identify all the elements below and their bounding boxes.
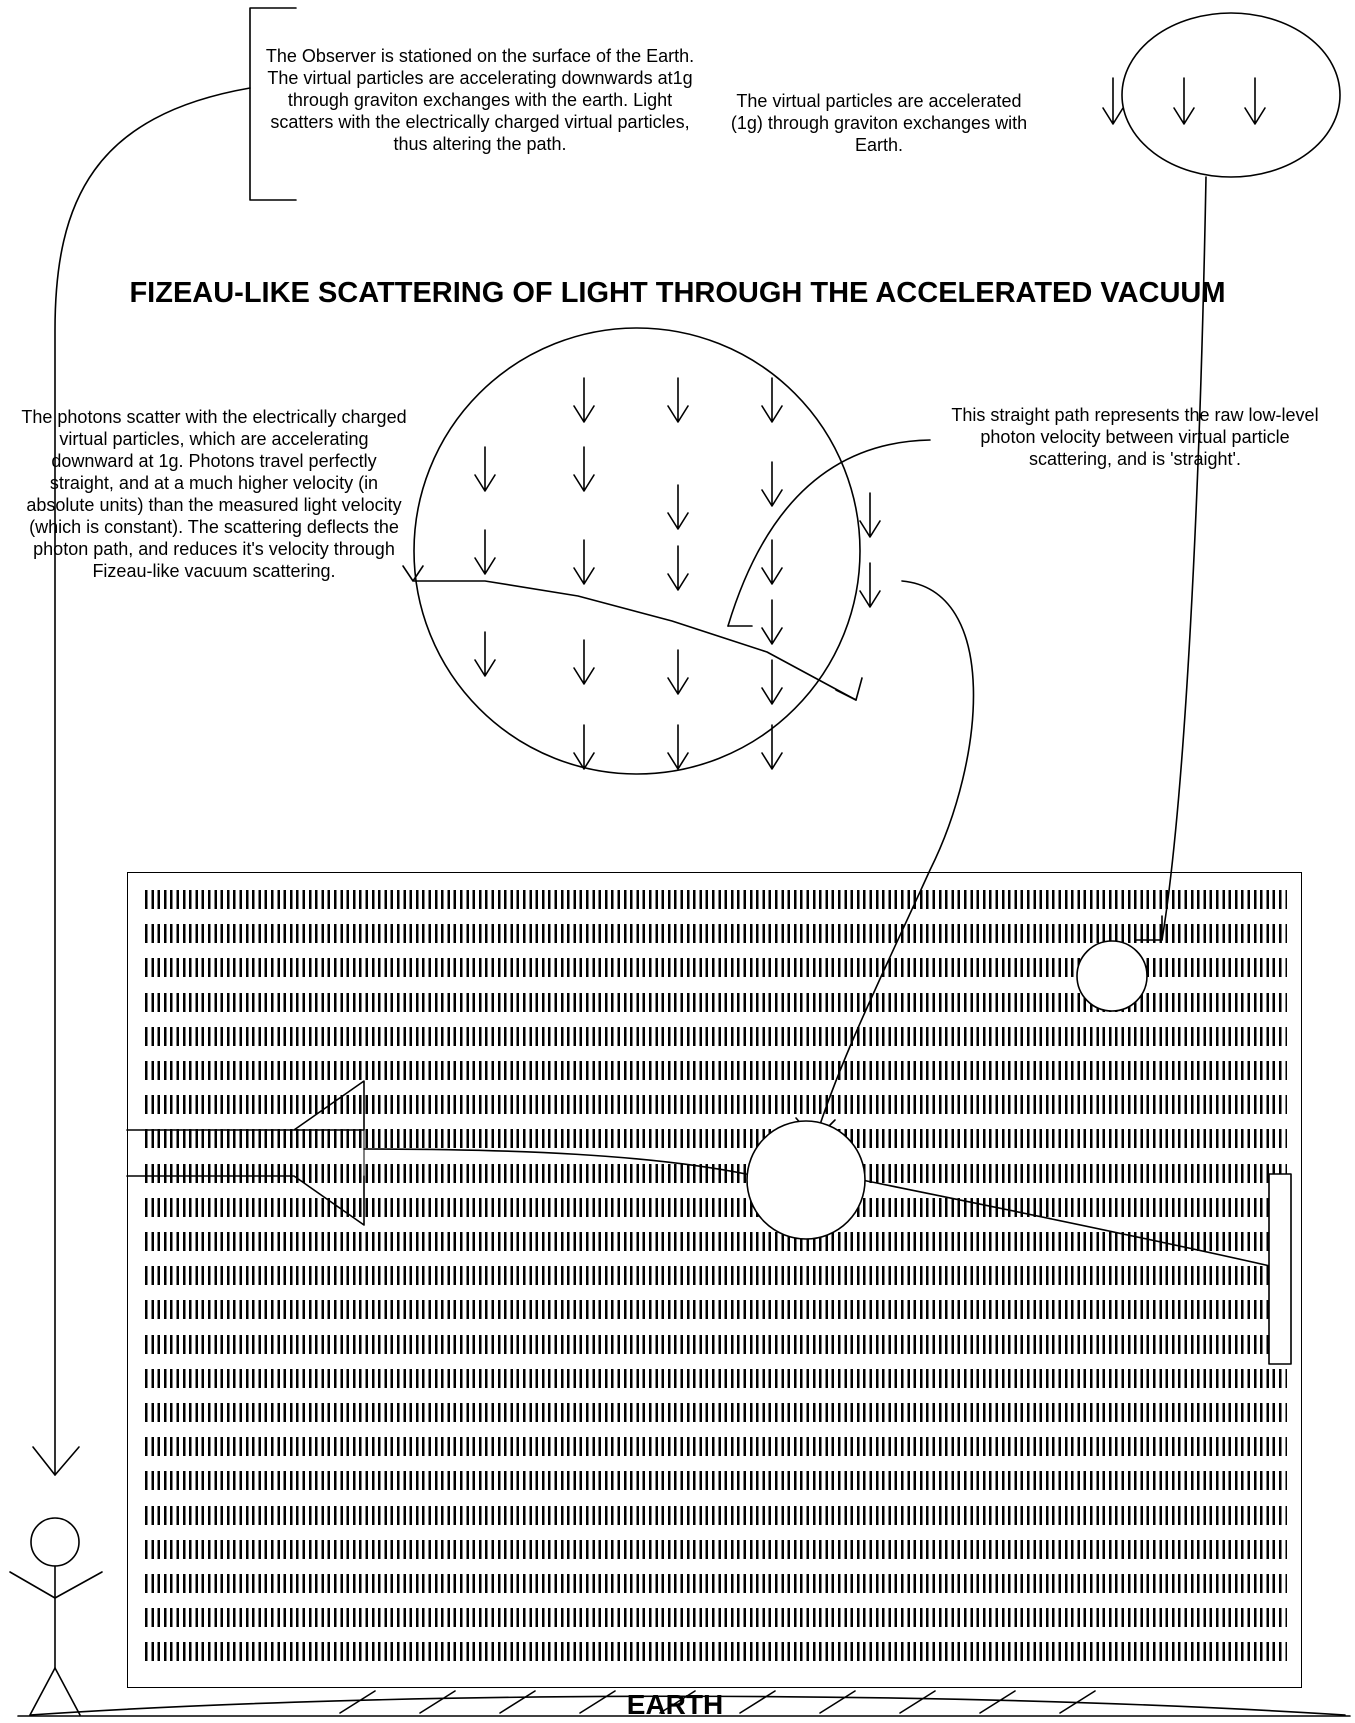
down-arrow-icon (574, 725, 594, 769)
down-arrow-icon (574, 540, 594, 584)
down-arrow-icon (762, 725, 782, 769)
ellipse-arrow-group (1103, 78, 1265, 124)
diagram-title: FIZEAU-LIKE SCATTERING OF LIGHT THROUGH … (69, 276, 1286, 310)
down-arrow-icon (668, 378, 688, 422)
down-arrow-icon (762, 462, 782, 506)
observer-note: The Observer is stationed on the surface… (256, 45, 704, 155)
down-arrow-icon (860, 493, 880, 537)
down-arrow-icon (668, 725, 688, 769)
incoming-arrow-shape (127, 1081, 364, 1225)
photon-path (414, 581, 856, 700)
magnified-circle (414, 328, 860, 774)
down-arrow-icon (475, 530, 495, 574)
down-arrow-icon (668, 650, 688, 694)
down-arrow-icon (1174, 78, 1194, 124)
straight-path-note: This straight path represents the raw lo… (940, 404, 1330, 470)
down-arrow-icon (1103, 78, 1123, 124)
down-arrow-icon (574, 378, 594, 422)
observer-arrow-icon (33, 1447, 79, 1475)
central-field-circle (747, 1121, 865, 1239)
down-arrow-icon (762, 660, 782, 704)
down-arrow-icon (475, 447, 495, 491)
beam-line-right (862, 1180, 1270, 1266)
particles-note: The virtual particles are accelerated (1… (728, 90, 1030, 156)
magnify-leader-line (815, 581, 973, 1140)
down-arrow-icon (762, 540, 782, 584)
down-arrow-icon (762, 600, 782, 644)
down-arrow-icon (668, 485, 688, 529)
right-edge-box (1269, 1174, 1291, 1364)
down-arrow-icon (475, 632, 495, 676)
down-arrow-icon (668, 546, 688, 590)
straight-path-leader (728, 440, 930, 626)
circle-arrow-group (475, 378, 880, 769)
down-arrow-icon (1245, 78, 1265, 124)
photon-path-arrow-icon (836, 678, 862, 700)
down-arrow-icon (574, 447, 594, 491)
ellipse-leader-arrow-icon (1135, 916, 1162, 940)
photons-note: The photons scatter with the electricall… (18, 406, 410, 582)
virtual-particle-ellipse (1122, 13, 1340, 177)
down-arrow-icon (860, 563, 880, 607)
observer-stick-figure (10, 1518, 102, 1715)
down-arrow-icon (574, 640, 594, 684)
earth-label: EARTH (560, 1689, 790, 1721)
down-arrow-icon (762, 378, 782, 422)
small-field-circle (1077, 941, 1147, 1011)
beam-line-left (364, 1149, 746, 1174)
